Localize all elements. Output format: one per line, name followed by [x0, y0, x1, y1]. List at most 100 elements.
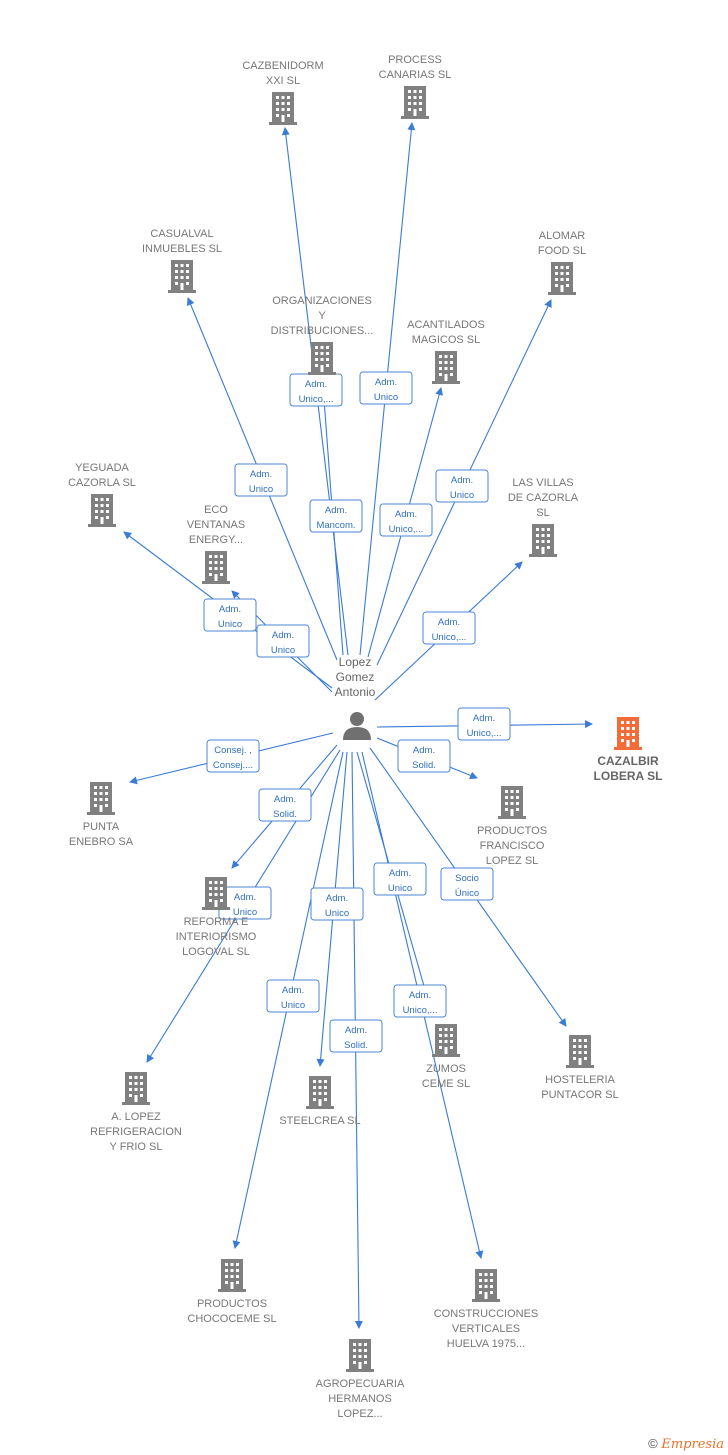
building-icon: [432, 351, 460, 384]
company-node-agropecuaria[interactable]: AGROPECUARIAHERMANOSLOPEZ...: [316, 1339, 405, 1420]
edge-label-text: Adm.: [274, 794, 296, 805]
edge-label-box: [393, 984, 447, 1018]
company-node-yeguada[interactable]: YEGUADA CAZORLA SL: [68, 462, 136, 527]
edge-label-text: Consej....: [213, 760, 253, 771]
company-name-line: ENEBRO SA: [69, 836, 134, 848]
building-icon: [529, 524, 557, 557]
company-node-acantilados[interactable]: ACANTILADOS MAGICOS SL: [407, 319, 485, 384]
edge-label-box: [256, 624, 310, 658]
company-name-line: FOOD SL: [538, 245, 586, 257]
edge-label-yeguada[interactable]: Adm.Unico: [203, 598, 257, 632]
company-name-line: REFORMA E: [184, 916, 249, 928]
edge-label-alopez[interactable]: Adm.Unico: [218, 886, 272, 920]
company-name-line: ORGANIZACIONES: [272, 295, 372, 307]
edge-label-organizaciones[interactable]: Adm. Mancom.: [309, 499, 363, 533]
footer-credit: © Empresia: [648, 1436, 724, 1452]
edge-label-text: Mancom.: [316, 520, 355, 531]
edge-label-punta[interactable]: Consej. ,Consej....: [206, 739, 260, 773]
company-name-line: ECO: [204, 504, 228, 516]
building-icon: [401, 86, 429, 119]
edge-label-casualval[interactable]: Adm.Unico: [234, 463, 288, 497]
company-name-line: Y FRIO SL: [110, 1141, 163, 1153]
edge-label-alomar[interactable]: Adm.Unico: [435, 469, 489, 503]
company-name-line: DE CAZORLA: [508, 492, 579, 504]
company-name-line: PUNTA: [83, 821, 120, 833]
edge-label-productosfl[interactable]: Adm.Solid.: [397, 739, 451, 773]
edge-label-box: [266, 979, 320, 1013]
company-name-line: ZUMOS: [426, 1063, 466, 1075]
edge-label-text: Adm.: [325, 505, 347, 516]
company-name-line: LOPEZ...: [337, 1408, 382, 1420]
building-icon: [168, 260, 196, 293]
edge-label-text: Adm.: [219, 604, 241, 615]
edge-label-eco[interactable]: Adm. Unico: [256, 624, 310, 658]
company-name-line: INTERIORISMO: [176, 931, 257, 943]
edge-label-text: Unico: [325, 908, 349, 919]
edge-label-process[interactable]: Adm.Unico: [359, 371, 413, 405]
company-name-line: SL: [536, 507, 549, 519]
company-name-line: Y: [318, 310, 326, 322]
company-node-process[interactable]: PROCESS CANARIAS SL: [379, 54, 452, 119]
edge-label-chococeme[interactable]: Adm.Unico: [266, 979, 320, 1013]
company-name-line: MAGICOS SL: [412, 334, 480, 346]
company-name-line: XXI SL: [266, 75, 300, 87]
edge-label-box: [329, 1019, 383, 1053]
edge-label-zumos[interactable]: Adm.Unico: [373, 862, 427, 896]
edge-label-construcciones[interactable]: Adm.Unico,...: [393, 984, 447, 1018]
brand-logo[interactable]: Empresia: [661, 1437, 724, 1452]
edge-labels-layer: Adm.Unico,...Adm.UnicoAdm.UnicoAdm.Unico…: [203, 371, 511, 1053]
company-node-punta[interactable]: PUNTA ENEBRO SA: [69, 782, 134, 848]
edge-label-box: [397, 739, 451, 773]
person-node[interactable]: Lopez Gomez Antonio: [335, 655, 376, 740]
edge-label-text: Unico,...: [432, 632, 467, 643]
company-name-line: A. LOPEZ: [111, 1111, 161, 1123]
edge-label-box: [309, 499, 363, 533]
edge-label-text: Solid.: [273, 809, 297, 820]
company-name-line: CAZALBIR: [597, 754, 659, 768]
company-node-steelcrea[interactable]: STEELCREA SL: [279, 1076, 361, 1127]
company-name-line: ACANTILADOS: [407, 319, 485, 331]
edge-label-lasvillas[interactable]: Adm.Unico,...: [422, 611, 476, 645]
edge-label-text: Adm.: [272, 630, 294, 641]
company-name-line: PRODUCTOS: [197, 1298, 267, 1310]
company-name-line: YEGUADA: [75, 462, 129, 474]
edge-label-agropecuaria[interactable]: Adm.Solid.: [329, 1019, 383, 1053]
building-icon: [566, 1035, 594, 1068]
edge-label-acantilados[interactable]: Adm.Unico,...: [379, 503, 433, 537]
edge-label-cazbenidorm[interactable]: Adm.Unico,...: [289, 373, 343, 407]
company-node-organizaciones[interactable]: ORGANIZACIONESYDISTRIBUCIONES...: [271, 295, 374, 375]
edge-label-text: Unico,...: [299, 394, 334, 405]
edge-label-text: Adm.: [345, 1025, 367, 1036]
edge-label-cazalbir[interactable]: Adm.Unico,...: [457, 707, 511, 741]
edge-label-text: Adm.: [409, 990, 431, 1001]
company-node-eco[interactable]: ECOVENTANASENERGY...: [187, 504, 245, 584]
edge-label-text: Unico: [271, 645, 295, 656]
edge-label-text: Adm.: [234, 892, 256, 903]
edge-label-box: [203, 598, 257, 632]
company-name-line: CANARIAS SL: [379, 69, 452, 81]
edge-label-box: [435, 469, 489, 503]
edge-label-reforma[interactable]: Adm. Solid.: [258, 788, 312, 822]
company-name-line: PROCESS: [388, 54, 442, 66]
edge-label-text: Unico: [374, 392, 398, 403]
company-name-line: CASUALVAL: [150, 228, 213, 240]
person-name-line-1: Lopez: [339, 655, 372, 669]
edge-label-steelcrea[interactable]: Adm.Unico: [310, 887, 364, 921]
edge-label-box: [258, 788, 312, 822]
company-name-line: CAZORLA SL: [68, 477, 136, 489]
person-name-line-3: Antonio: [335, 685, 376, 699]
